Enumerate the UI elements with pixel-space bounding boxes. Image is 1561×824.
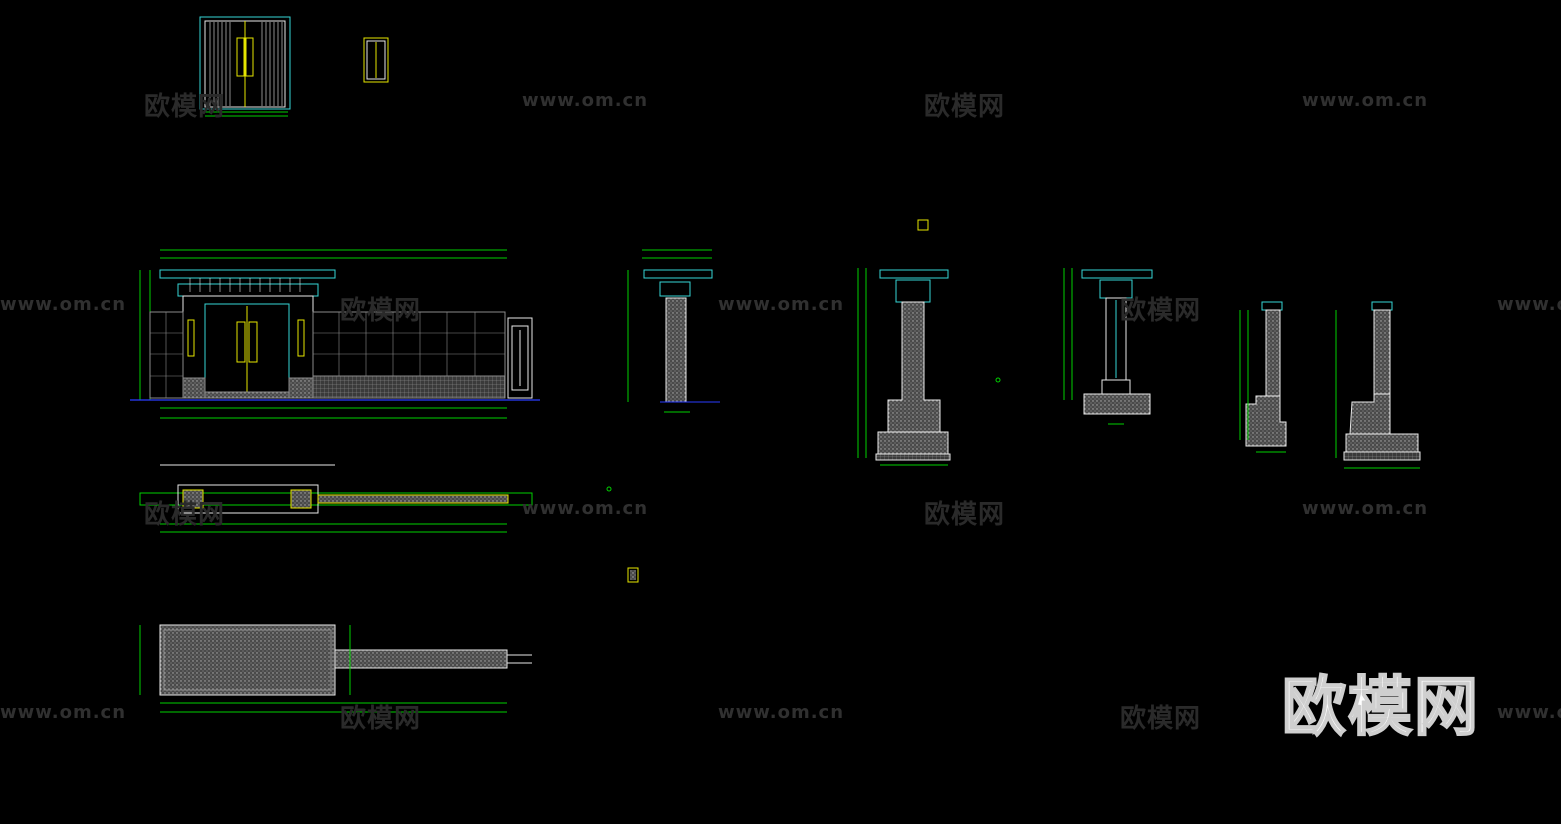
watermark-url: www.om.cn bbox=[1497, 702, 1561, 723]
watermark-brand: 欧模网 bbox=[144, 92, 226, 122]
watermark-brand: 欧模网 bbox=[1120, 704, 1202, 734]
door-handle-detail bbox=[363, 37, 389, 83]
watermark-brand: 欧模网 bbox=[1120, 296, 1202, 326]
watermark-brand: 欧模网 bbox=[340, 296, 422, 326]
watermark-url: www.om.cn bbox=[1302, 498, 1429, 519]
column-section-c bbox=[1063, 268, 1153, 425]
watermark-brand: 欧模网 bbox=[144, 500, 226, 530]
watermark-url: www.om.cn bbox=[1497, 294, 1561, 315]
foundation-plan-view bbox=[139, 624, 532, 713]
watermark-url: www.om.cn bbox=[522, 90, 649, 111]
watermark-brand: 欧模网 bbox=[924, 92, 1006, 122]
watermark-url: www.om.cn bbox=[0, 294, 127, 315]
wall-section-e bbox=[1335, 301, 1421, 469]
watermark-url: www.om.cn bbox=[1302, 90, 1429, 111]
watermark-url: www.om.cn bbox=[718, 702, 845, 723]
watermark-brand: 欧模网 bbox=[924, 500, 1006, 530]
front-elevation bbox=[130, 249, 540, 419]
watermark-brand: 欧模网 bbox=[340, 704, 422, 734]
column-section-b bbox=[857, 219, 951, 466]
watermark-brand-large: 欧模网 bbox=[1281, 670, 1480, 746]
wall-section-d bbox=[1239, 301, 1287, 453]
wall-plan-view bbox=[139, 464, 533, 533]
watermark-url: www.om.cn bbox=[522, 498, 649, 519]
watermark-url: www.om.cn bbox=[718, 294, 845, 315]
watermark-url: www.om.cn bbox=[0, 702, 127, 723]
column-section-a bbox=[627, 249, 720, 413]
door-elevation-detail bbox=[199, 16, 291, 117]
small-detail-marks bbox=[606, 377, 1001, 583]
